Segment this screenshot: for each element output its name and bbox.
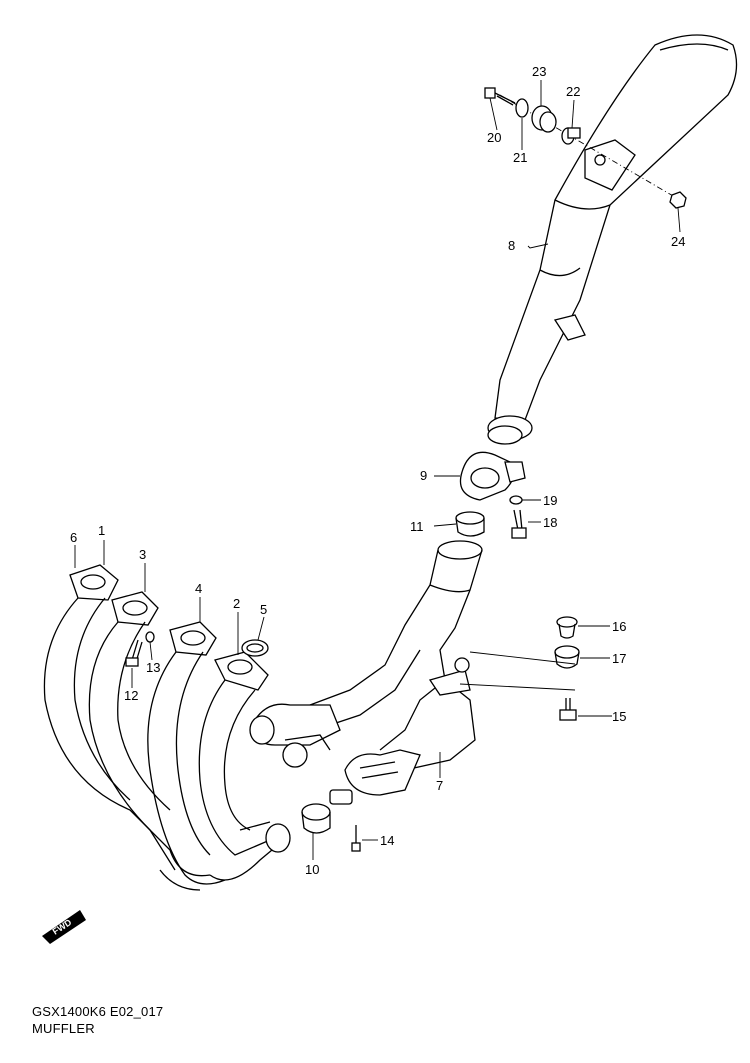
callout-24: 24 — [671, 234, 685, 249]
diagram-section-title: MUFFLER — [32, 1021, 95, 1036]
callout-5: 5 — [260, 602, 267, 617]
callout-12: 12 — [124, 688, 138, 703]
callout-9: 9 — [420, 468, 427, 483]
callout-16: 16 — [612, 619, 626, 634]
collar-icon — [561, 127, 581, 145]
callout-13: 13 — [146, 660, 160, 675]
gasket-icon — [301, 803, 331, 834]
mount-axis-line — [499, 94, 681, 201]
callout-17: 17 — [612, 651, 626, 666]
callout-leaders — [74, 80, 681, 860]
clamp-icon — [459, 451, 526, 501]
exhaust-header-pipes — [43, 564, 291, 891]
callout-15: 15 — [612, 709, 626, 724]
cushion-icon — [554, 645, 580, 669]
callout-3: 3 — [139, 547, 146, 562]
muffler-body — [487, 34, 738, 445]
nut-icon — [669, 191, 687, 209]
bolt-icon — [511, 509, 527, 539]
washer-icon — [515, 98, 529, 118]
callout-21: 21 — [513, 150, 527, 165]
callout-10: 10 — [305, 862, 319, 877]
callout-8: 8 — [508, 238, 515, 253]
collar-icon — [556, 616, 578, 639]
bolt-icon — [484, 87, 516, 106]
callout-2: 2 — [233, 596, 240, 611]
callout-18: 18 — [543, 515, 557, 530]
washer-icon — [145, 631, 155, 643]
callout-11: 11 — [410, 519, 424, 534]
bolt-icon — [329, 789, 361, 852]
connecting-pipe — [309, 540, 483, 786]
callout-6: 6 — [70, 530, 77, 545]
callout-19: 19 — [543, 493, 557, 508]
callout-22: 22 — [566, 84, 580, 99]
washer-icon — [509, 495, 523, 505]
bolt-icon — [559, 698, 577, 721]
callout-14: 14 — [380, 833, 394, 848]
bolt-icon — [125, 639, 143, 667]
left-joint-clamp — [249, 703, 341, 768]
callout-1: 1 — [98, 523, 105, 538]
callout-20: 20 — [487, 130, 501, 145]
right-joint-clamp — [344, 749, 421, 796]
gasket-icon — [455, 511, 485, 537]
callout-labels: 1 2 3 4 5 6 7 8 9 10 11 12 13 14 15 16 1… — [70, 64, 685, 877]
callout-23: 23 — [532, 64, 546, 79]
fwd-direction-badge: FWD — [42, 910, 86, 944]
callout-7: 7 — [436, 778, 443, 793]
diagram-model-code: GSX1400K6 E02_017 — [32, 1004, 164, 1019]
cushion-icon — [531, 105, 557, 133]
callout-4: 4 — [195, 581, 202, 596]
